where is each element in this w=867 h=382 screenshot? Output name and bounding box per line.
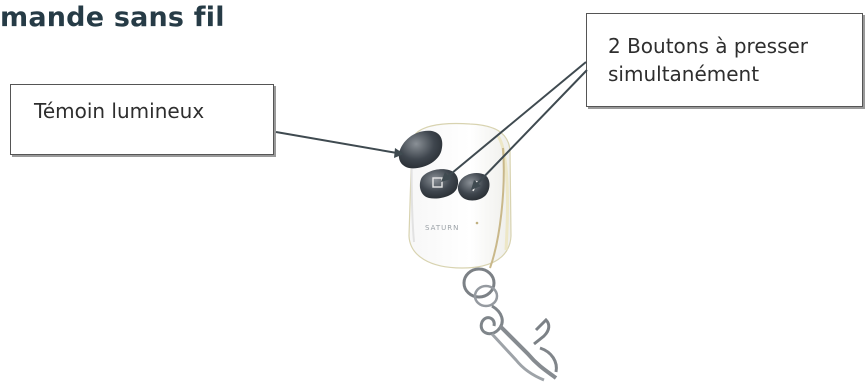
indicator-callout-box: Témoin lumineux <box>10 84 274 155</box>
indicator-arrow <box>275 131 404 158</box>
indicator-callout-label: Témoin lumineux <box>34 99 205 123</box>
button-arrow-2 <box>471 69 588 190</box>
square-symbol-icon <box>432 177 443 188</box>
keyring-clip <box>462 267 558 382</box>
buttons-callout-line-2: simultanément <box>608 62 760 86</box>
remote-brand-dot <box>475 221 479 225</box>
indicator-light-icon <box>398 130 443 169</box>
strap-loop <box>489 147 505 269</box>
buttons-callout-line-1: 2 Boutons à presser <box>608 34 809 58</box>
buttons-callout-box: 2 Boutons à presser simultanément <box>586 13 863 107</box>
button-arrow-1 <box>441 61 587 182</box>
page-title: mande sans fil <box>0 2 225 33</box>
remote-brand-text: SATURN <box>425 224 459 232</box>
